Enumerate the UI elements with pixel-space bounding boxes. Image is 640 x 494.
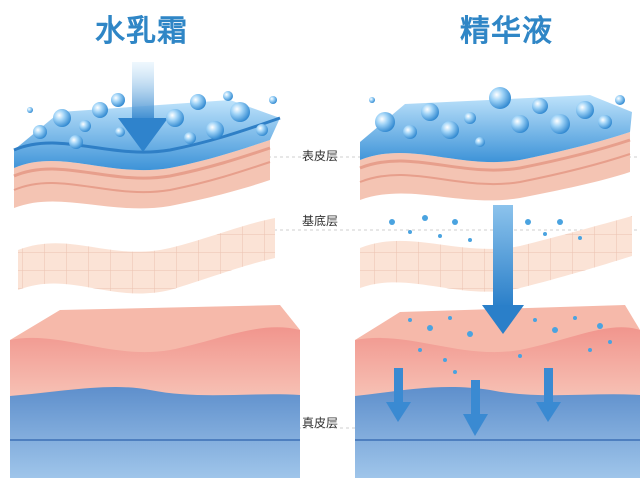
- dermis-arrow-icons: [386, 368, 561, 436]
- label-epidermis: 表皮层: [302, 149, 339, 163]
- right-dermis-block: [355, 305, 640, 478]
- left-panel-title: 水乳霜: [95, 14, 188, 49]
- label-dermis: 真皮层: [302, 416, 339, 430]
- right-droplets: [369, 87, 625, 147]
- left-arrow-icon: [118, 62, 168, 152]
- label-basal-layer: 基底层: [302, 214, 339, 228]
- right-panel-title: 精华液: [460, 14, 553, 49]
- serum-particles: [389, 215, 612, 374]
- left-droplets: [27, 91, 277, 149]
- left-basal-layer: [18, 218, 275, 294]
- left-dermis-block: [10, 305, 300, 478]
- right-arrow-icon: [482, 205, 524, 334]
